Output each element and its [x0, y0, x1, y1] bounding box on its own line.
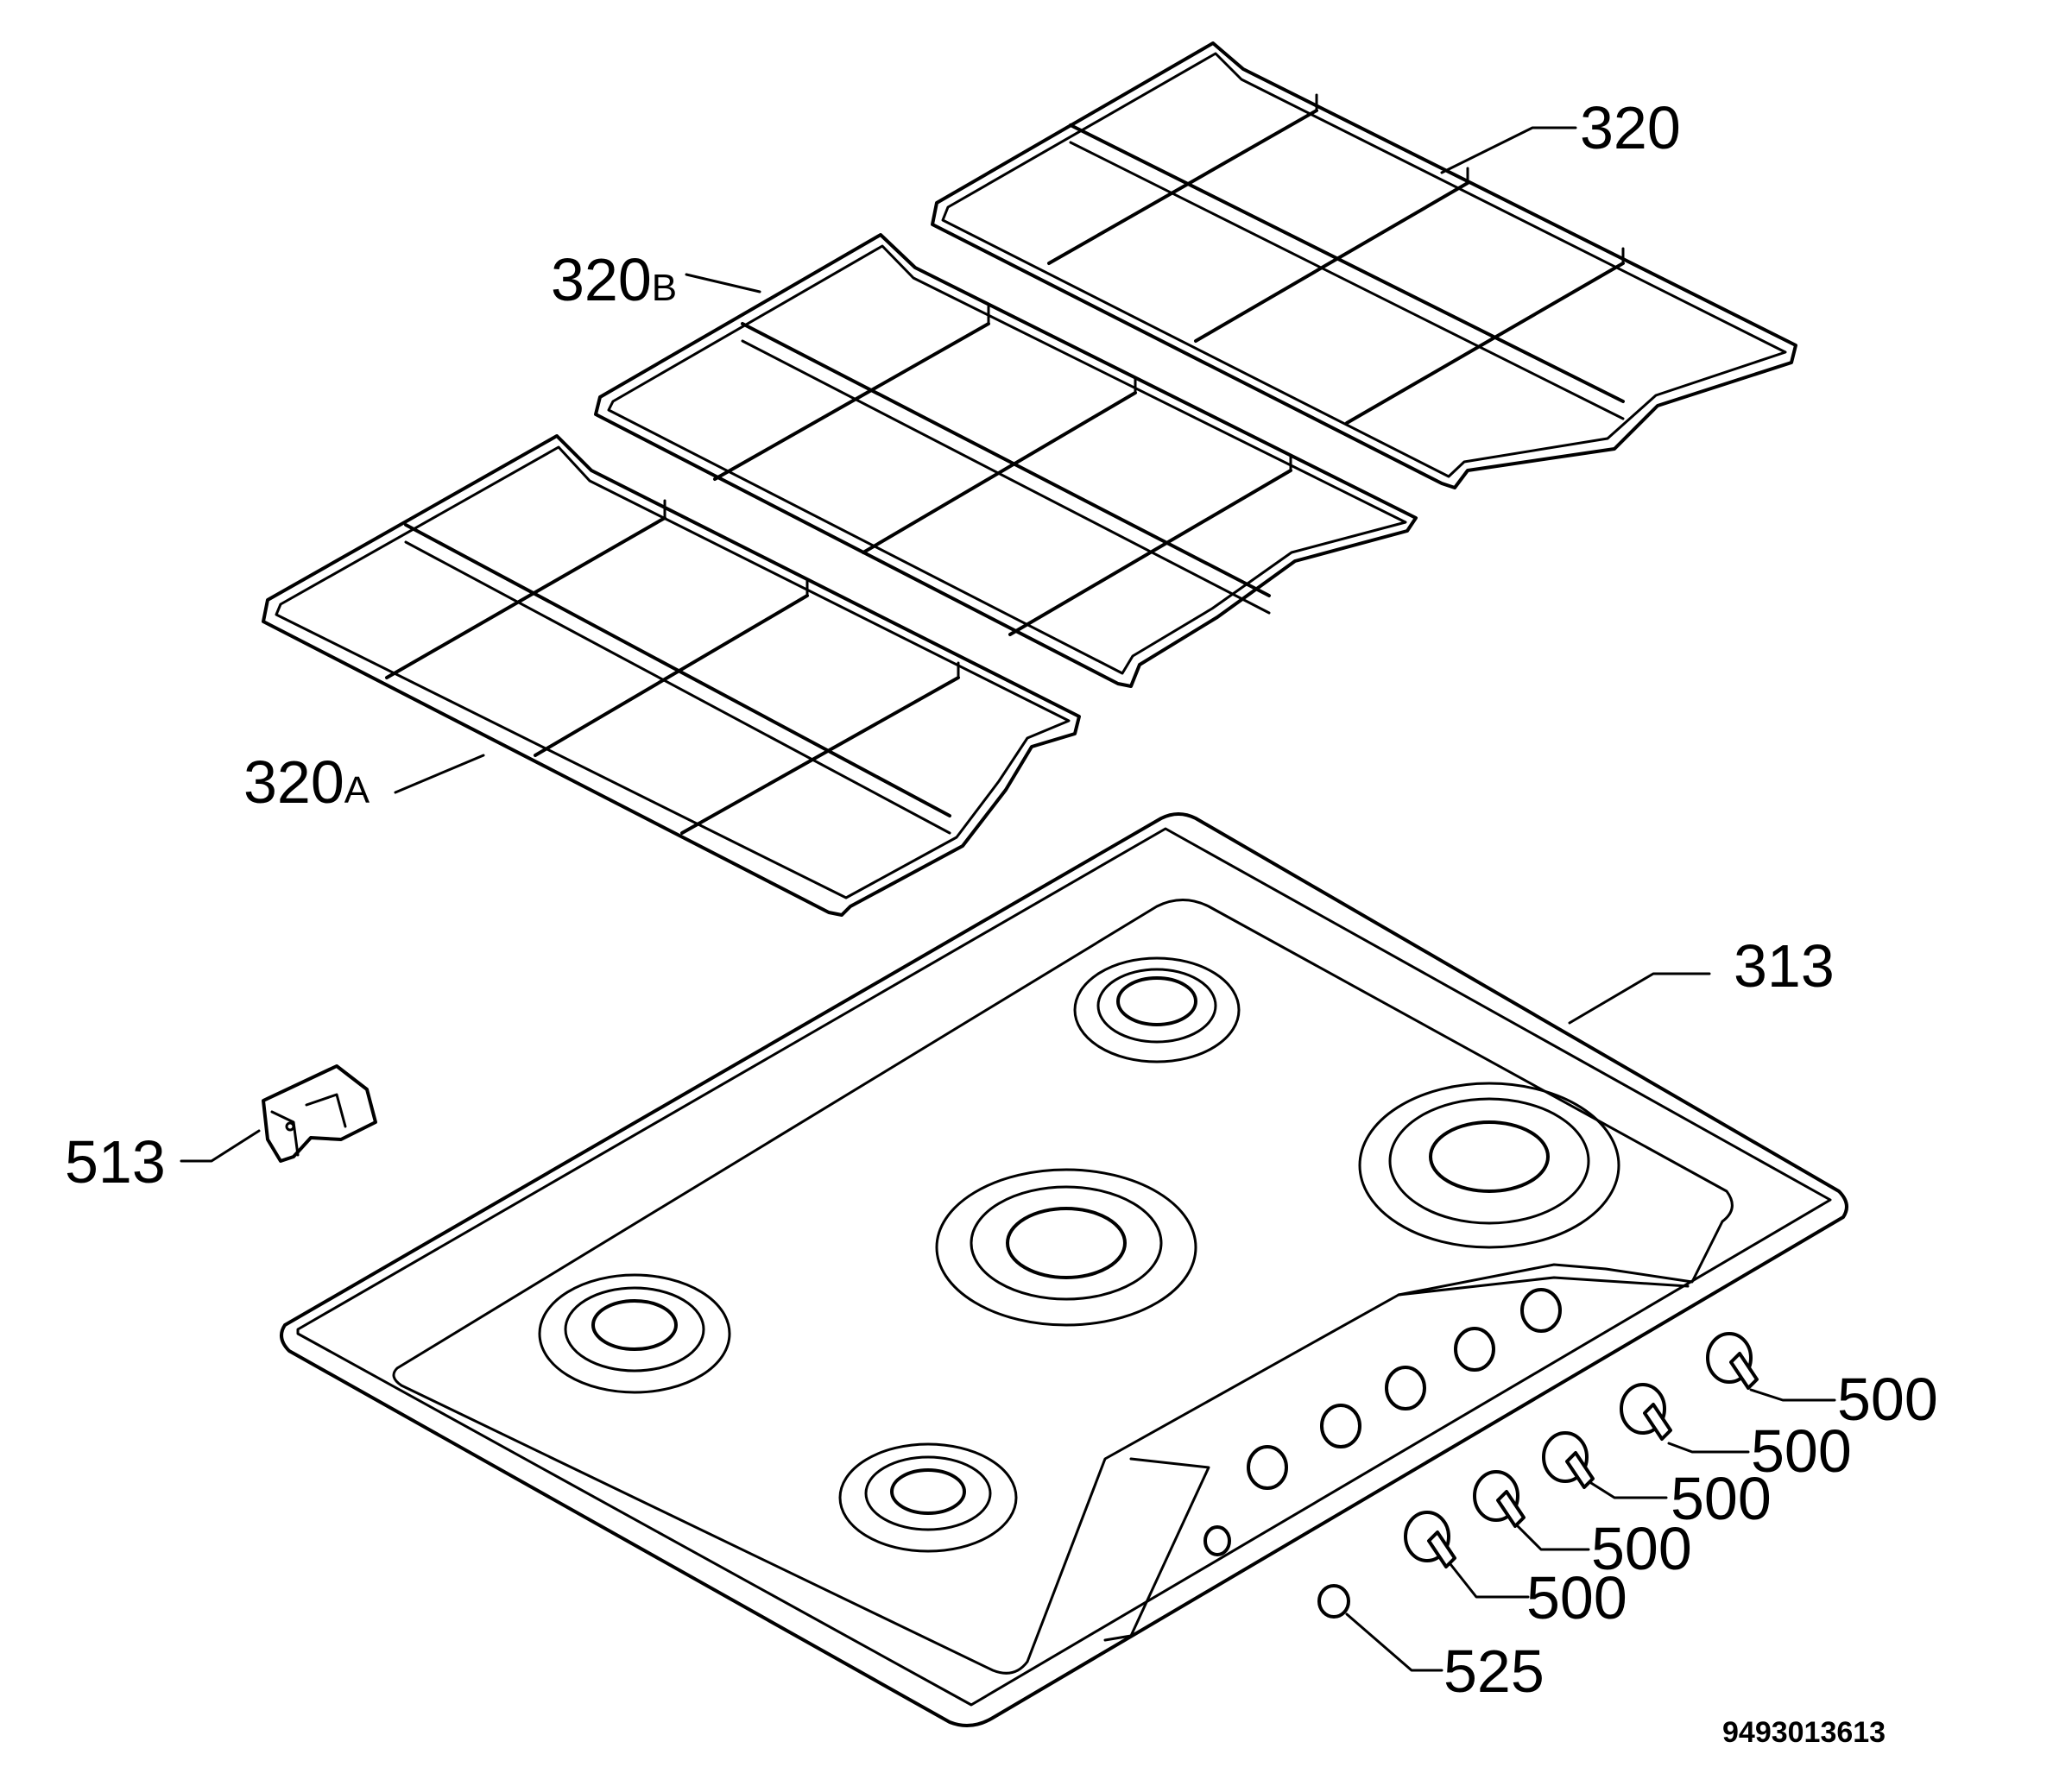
label-320a: 320A [243, 748, 370, 816]
knob-500-1[interactable] [1404, 1511, 1456, 1568]
knob-500-2[interactable] [1473, 1470, 1526, 1528]
leader-lines [180, 126, 1836, 1672]
button-hole [1203, 1525, 1231, 1556]
knob-hole-1 [1247, 1445, 1288, 1490]
label-500-2: 500 [1591, 1515, 1692, 1582]
label-320: 320 [1580, 94, 1681, 161]
document-number: 9493013613 [1722, 1716, 1886, 1749]
burner-front [838, 1442, 1018, 1553]
burner-center [935, 1168, 1197, 1327]
label-500-5: 500 [1837, 1366, 1938, 1433]
label-500-1: 500 [1526, 1564, 1627, 1631]
grate-320a[interactable] [262, 434, 1081, 917]
label-525: 525 [1443, 1638, 1545, 1705]
burner-left [538, 1273, 731, 1394]
hob-top-313[interactable] [280, 812, 1848, 1727]
knob-hole-4 [1454, 1327, 1495, 1372]
burner-right-large [1358, 1082, 1620, 1249]
label-500-4: 500 [1751, 1417, 1852, 1485]
label-320b: 320B [551, 246, 677, 313]
knob-500-3[interactable] [1542, 1431, 1595, 1489]
burner-rear [1073, 956, 1241, 1063]
knob-500-5[interactable] [1706, 1332, 1759, 1390]
knob-hole-3 [1385, 1366, 1426, 1410]
label-513: 513 [65, 1128, 166, 1196]
clip-513[interactable] [262, 1064, 377, 1163]
knob-500-4[interactable] [1620, 1383, 1672, 1441]
knob-hole-2 [1320, 1404, 1361, 1448]
grate-320[interactable] [931, 41, 1797, 489]
knob-hole-5 [1520, 1288, 1562, 1333]
label-500-3: 500 [1671, 1465, 1772, 1532]
button-525[interactable] [1317, 1584, 1350, 1619]
label-313: 313 [1734, 932, 1835, 1000]
grate-320b[interactable] [594, 233, 1418, 688]
